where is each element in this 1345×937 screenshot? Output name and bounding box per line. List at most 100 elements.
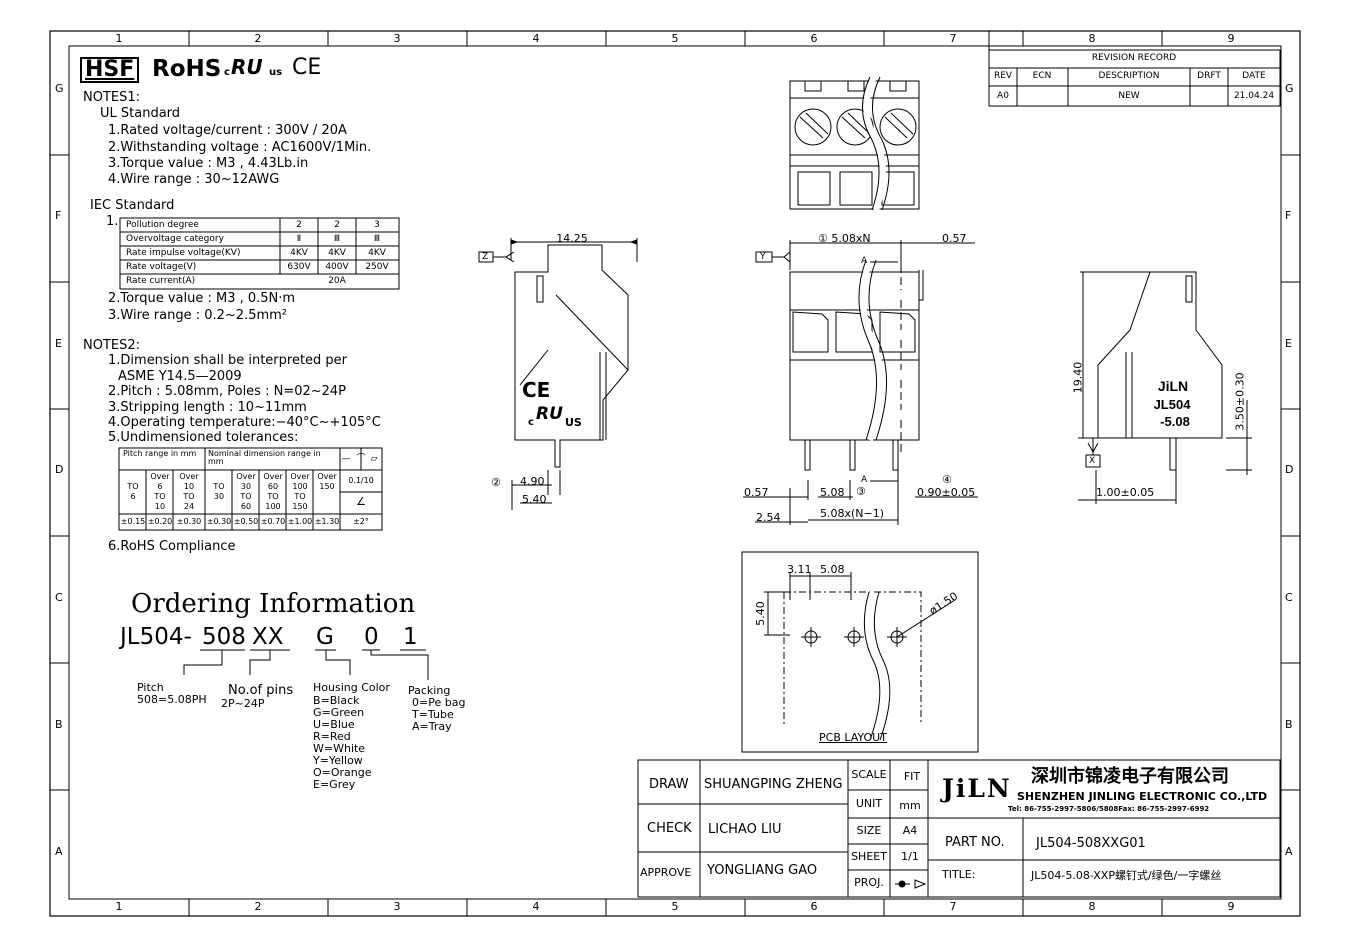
- zone-top-7: 7: [949, 32, 957, 45]
- zone-right-c: C: [1285, 591, 1293, 604]
- ordering-color-code: G: [316, 624, 334, 650]
- tol-column-header-line: 60: [240, 502, 252, 511]
- zone-bottom-6: 6: [810, 900, 818, 913]
- packing-option: 0=Pe bag: [412, 696, 466, 709]
- zone-left-g: G: [55, 82, 64, 95]
- ordering-suffix: 1: [403, 624, 418, 650]
- dim-half-pitch: 2.54: [756, 511, 781, 524]
- zone-right-f: F: [1285, 209, 1292, 222]
- iec-cell: 4KV: [368, 248, 386, 258]
- part-no-label: PART NO.: [945, 835, 1005, 850]
- ul-standard-title: UL Standard: [100, 106, 181, 121]
- part-no-value: JL504-508XXG01: [1036, 836, 1146, 851]
- revision-cell: 21.04.24: [1233, 91, 1275, 101]
- zone-top-6: 6: [810, 32, 818, 45]
- zone-top-4: 4: [532, 32, 540, 45]
- datum-z: Z: [482, 252, 489, 262]
- tol-column-header-line: 30: [213, 492, 225, 501]
- draw-label: DRAW: [649, 777, 689, 792]
- tol-value: ±0.30: [206, 517, 232, 526]
- dim-bottom-offset: 0.57: [744, 486, 769, 499]
- iec-cell: Ⅲ: [333, 234, 341, 244]
- color-option: W=White: [313, 742, 366, 755]
- tol-column-header-line: TO: [183, 492, 195, 501]
- iec-cell: 630V: [287, 262, 311, 272]
- ul-note-1: 1.Rated voltage/current : 300V / 20A: [108, 123, 347, 138]
- tol-column-header-line: TO: [267, 492, 279, 501]
- tol-column-header-line: 10: [154, 502, 166, 511]
- iec-cell: 20A: [328, 276, 346, 286]
- revision-cell: NEW: [1118, 91, 1140, 101]
- iec-cell: 4KV: [328, 248, 346, 258]
- ul-note-4: 4.Wire range : 30~12AWG: [108, 172, 280, 187]
- tol-value: ±1.30: [314, 517, 340, 526]
- zone-bottom-7: 7: [949, 900, 957, 913]
- zone-bottom-5: 5: [671, 900, 679, 913]
- tol-value: ±0.70: [260, 517, 286, 526]
- iec-cell: 2: [334, 220, 340, 230]
- tol-column-header-line: Over: [263, 472, 283, 481]
- side-pitch: -5.08: [1160, 414, 1190, 429]
- tol-column-header-line: 24: [183, 502, 195, 511]
- ordering-pitch-code: 508: [202, 624, 246, 650]
- tol-value: ±0.30: [176, 517, 202, 526]
- ordering-prefix: JL504-: [120, 624, 192, 650]
- tol-value: ±0.50: [233, 517, 259, 526]
- tol-column-header-line: Over: [236, 472, 256, 481]
- datum-y: Y: [760, 252, 766, 262]
- dim-pitch-n: ① 5.08xN: [818, 232, 871, 245]
- dim-pin-width: 0.90±0.05: [917, 486, 976, 499]
- unit-value: mm: [899, 799, 921, 812]
- notes2-rohs: 6.RoHS Compliance: [108, 539, 236, 554]
- draw-name: SHUANGPING ZHENG: [704, 777, 843, 792]
- pcb-layout-label: PCB LAYOUT: [819, 731, 887, 744]
- scale-label: SCALE: [851, 768, 887, 781]
- sheet-value: 1/1: [901, 850, 919, 863]
- dim-pin-thickness: 1.00±0.05: [1096, 486, 1155, 499]
- zone-top-9: 9: [1227, 32, 1235, 45]
- pcb-dim-pitch: 5.08: [820, 563, 845, 576]
- tol-value: ±0.20: [147, 517, 173, 526]
- ul-us-mark: us: [269, 67, 283, 78]
- tol-column-header-line: 30: [240, 482, 252, 491]
- revision-header: DRFT: [1197, 71, 1221, 81]
- revision-header: REV: [993, 71, 1013, 81]
- side-ul-c: c: [528, 417, 534, 428]
- color-option: Y=Yellow: [313, 754, 363, 767]
- revision-header: DATE: [1242, 71, 1266, 81]
- color-option: G=Green: [313, 706, 365, 719]
- dim-overall-depth: 14.25: [556, 232, 588, 245]
- zone-top-8: 8: [1088, 32, 1096, 45]
- tol-column-header-line: TO: [294, 492, 306, 501]
- zone-left-a: A: [55, 845, 63, 858]
- title-value: JL504-5.08-XXP螺钉式/绿色/一字螺丝: [1031, 869, 1222, 882]
- ordering-title: Ordering Information: [131, 589, 416, 619]
- revision-cell: A0: [997, 91, 1009, 101]
- packing-option: T=Tube: [412, 708, 454, 721]
- ordering-packing-code: 0: [364, 624, 379, 650]
- tol-column-header-line: Over: [317, 472, 337, 481]
- packing-option: A=Tray: [412, 720, 452, 733]
- sheet-label: SHEET: [851, 850, 887, 863]
- ul-note-3: 3.Torque value : M3 , 4.43Lb.in: [108, 156, 309, 171]
- notes2-title: NOTES2:: [83, 338, 141, 353]
- check-label: CHECK: [647, 821, 692, 836]
- dim-pin-length: 3.50±0.30: [1233, 372, 1247, 431]
- zone-right-a: A: [1285, 845, 1293, 858]
- ul-c-mark: c: [224, 67, 230, 78]
- zone-bottom-8: 8: [1088, 900, 1096, 913]
- notes2-item: 3.Stripping length : 10~11mm: [108, 400, 307, 415]
- dim-pin-offset-2: 5.40: [522, 493, 547, 506]
- notes2-item: ASME Y14.5—2009: [118, 369, 242, 384]
- tol-column-header-line: 150: [319, 482, 335, 491]
- tol-column-header-line: 100: [265, 502, 281, 511]
- notes2-item: 2.Pitch : 5.08mm, Poles : N=02~24P: [108, 384, 347, 399]
- check-name: LICHAO LIU: [708, 822, 782, 837]
- zone-bottom-2: 2: [254, 900, 262, 913]
- zone-bottom-4: 4: [532, 900, 540, 913]
- iec-note-2: 2.Torque value : M3 , 0.5N·m: [108, 291, 296, 306]
- tol-symbol-flat: ▱: [370, 454, 378, 464]
- side-brand: JiLN: [1157, 378, 1189, 394]
- zone-right-b: B: [1285, 718, 1293, 731]
